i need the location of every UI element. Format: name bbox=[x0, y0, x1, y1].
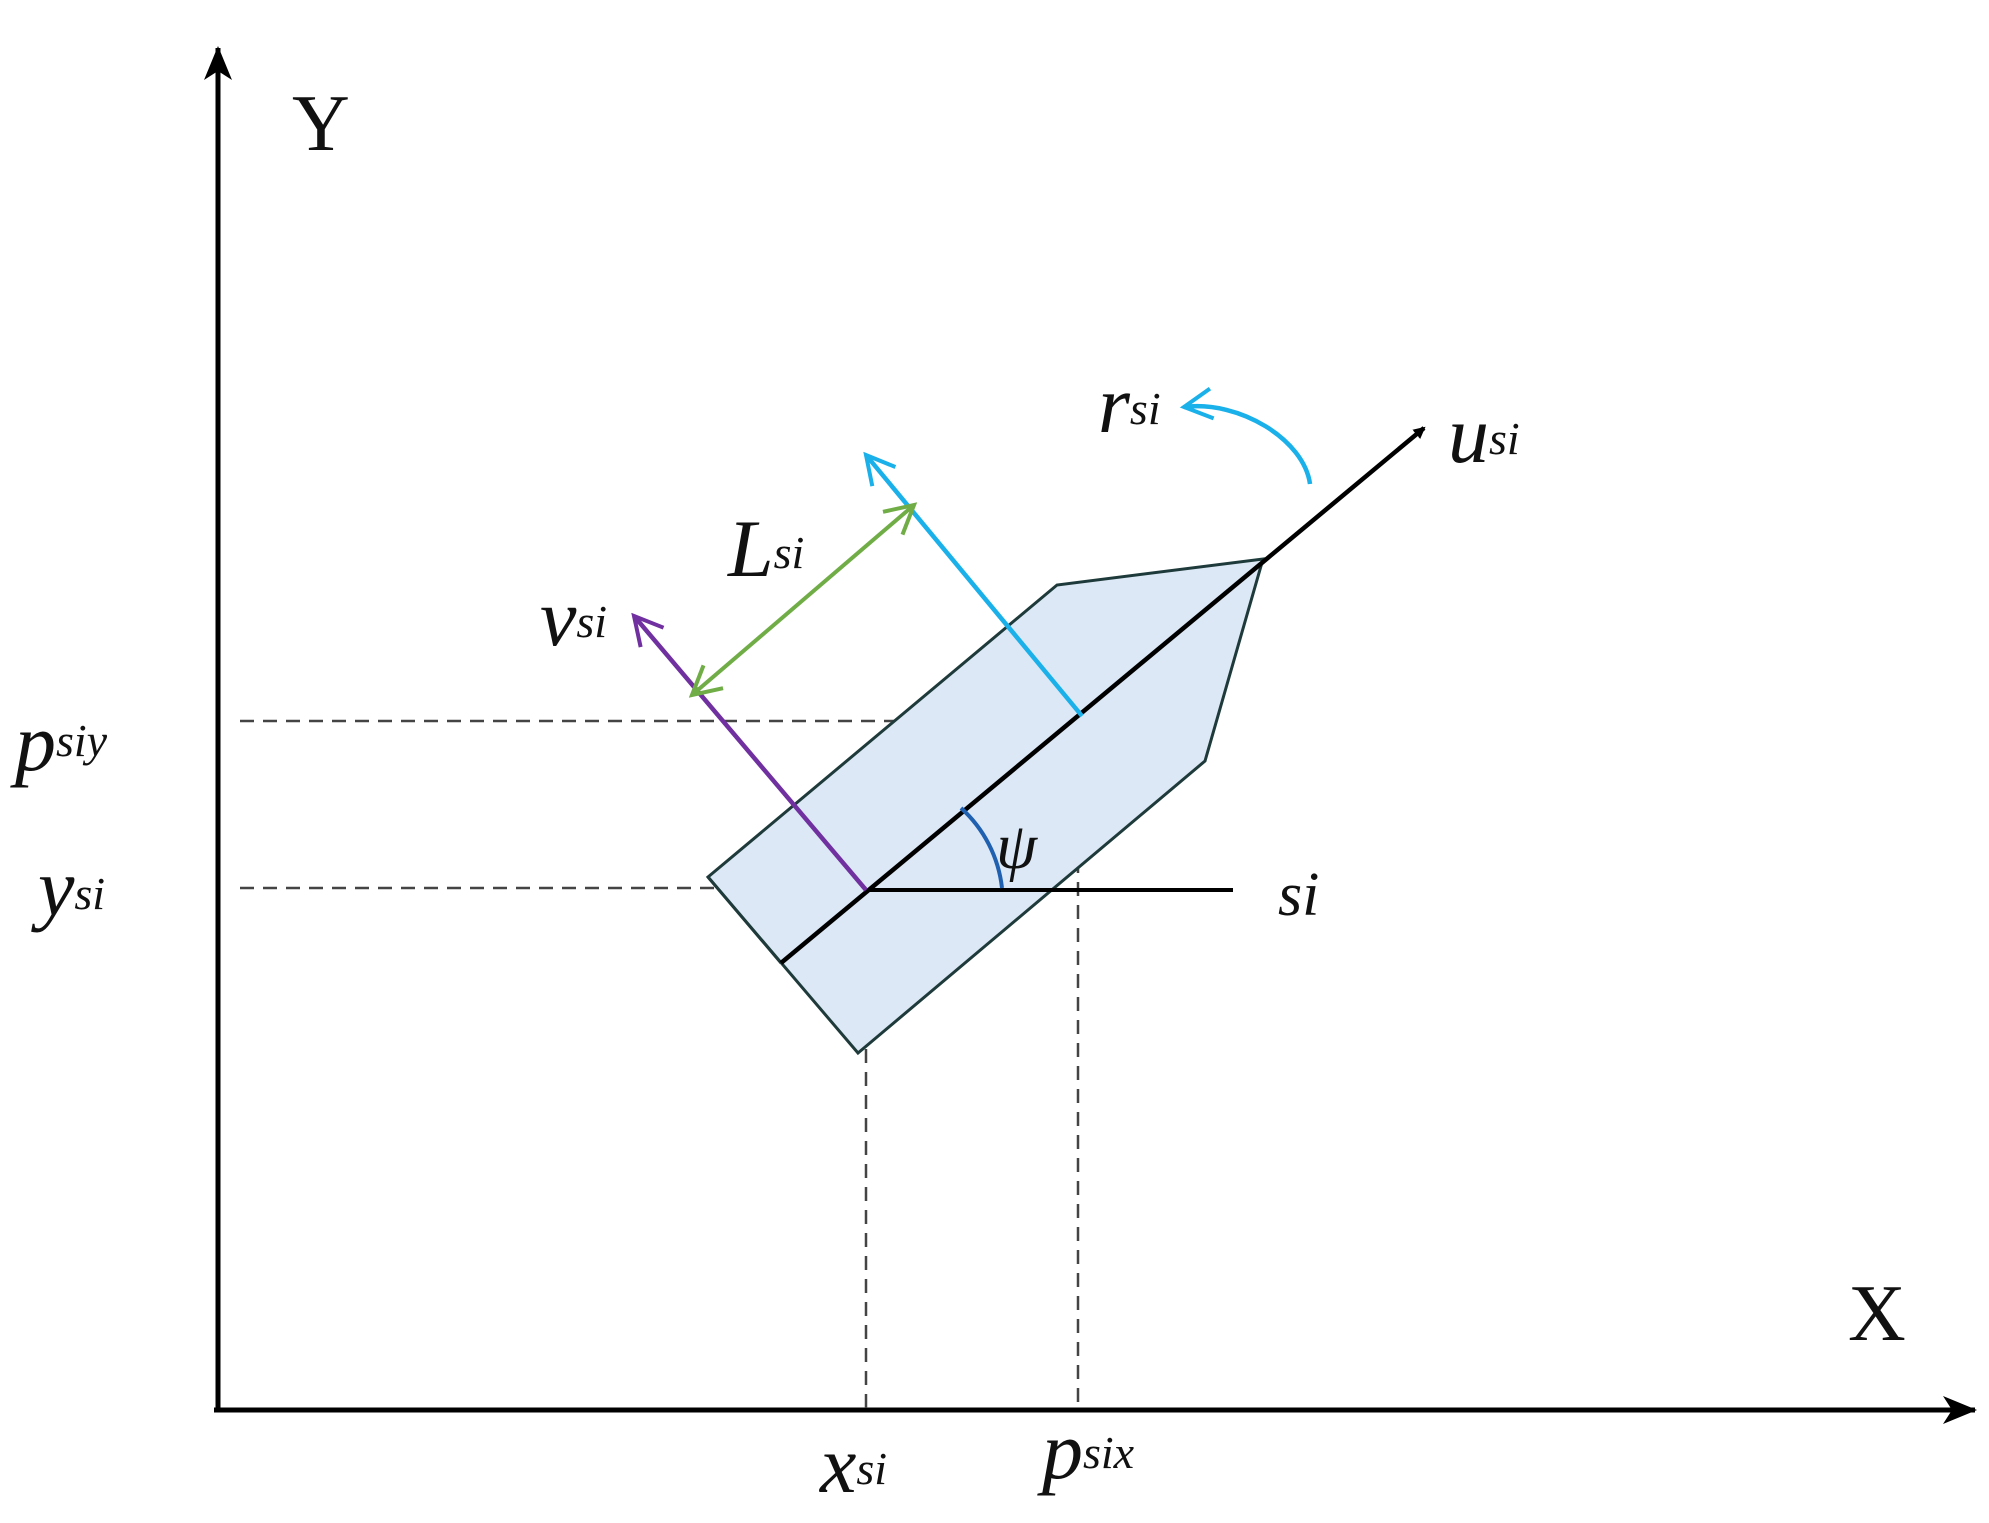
sway-velocity-arrow bbox=[634, 616, 868, 892]
psix-label: psix bbox=[1037, 1405, 1135, 1496]
vsi-label: vsi bbox=[540, 572, 607, 663]
x-axis-label: X bbox=[1848, 1270, 1906, 1358]
xsi-label: xsi bbox=[819, 1419, 887, 1510]
y-axis-label: Y bbox=[292, 80, 350, 168]
si-label: si bbox=[1278, 861, 1319, 929]
surge-velocity-arrow bbox=[779, 426, 1426, 965]
ship-hull bbox=[705, 557, 1266, 1056]
heading-angle-arc bbox=[959, 806, 1004, 889]
rsi-label: rsi bbox=[1098, 359, 1161, 450]
Lsi-label: Lsi bbox=[727, 503, 804, 594]
length-marker-arrow bbox=[692, 505, 914, 695]
psiy-label: psiy bbox=[10, 697, 108, 788]
ysi-label: ysi bbox=[31, 842, 105, 933]
usi-label: usi bbox=[1448, 389, 1520, 480]
ship-stern-line bbox=[706, 876, 783, 964]
yaw-rate-arrow bbox=[1184, 406, 1313, 485]
psi-angle-label: ψ bbox=[996, 810, 1038, 883]
offset-point-arrow bbox=[866, 455, 1084, 718]
